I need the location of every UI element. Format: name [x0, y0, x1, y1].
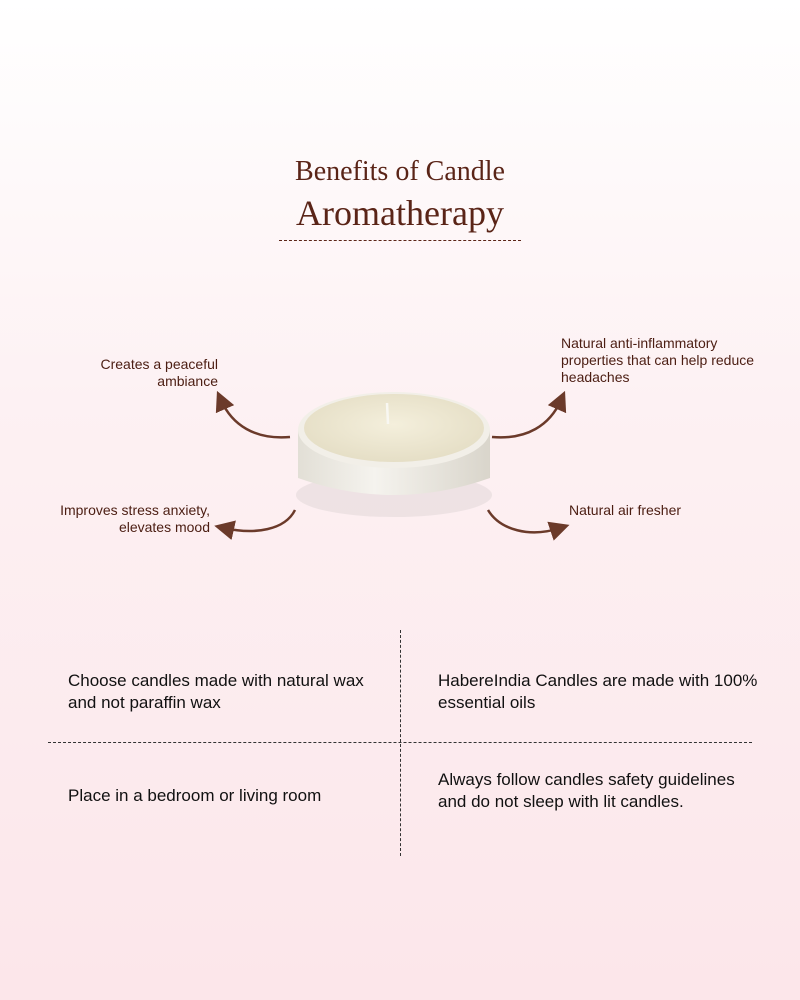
curved-arrow-icon — [491, 390, 567, 439]
candle-icon — [296, 392, 492, 517]
benefit-top-right: Natural anti-inflammatory properties tha… — [561, 335, 755, 385]
curved-arrow-icon — [215, 390, 291, 439]
tip-essential-oils: HabereIndia Candles are made with 100% e… — [438, 671, 758, 712]
title-line-1: Benefits of Candle — [295, 156, 505, 187]
benefit-top-left: Creates a peaceful ambiance — [100, 356, 218, 389]
tip-safety: Always follow candles safety guidelines … — [438, 770, 735, 811]
tips-horizontal-divider — [48, 742, 752, 743]
title-line-2: Aromatherapy — [296, 193, 504, 233]
tip-natural-wax: Choose candles made with natural wax and… — [68, 671, 364, 712]
benefit-bottom-left: Improves stress anxiety, elevates mood — [60, 502, 210, 535]
tip-placement: Place in a bedroom or living room — [68, 786, 322, 805]
tips-vertical-divider — [400, 630, 401, 856]
curved-arrow-icon — [214, 509, 297, 540]
benefit-bottom-right: Natural air fresher — [569, 502, 682, 518]
curved-arrow-icon — [486, 509, 570, 541]
benefit-arrows — [214, 390, 570, 541]
title-divider — [279, 240, 521, 241]
